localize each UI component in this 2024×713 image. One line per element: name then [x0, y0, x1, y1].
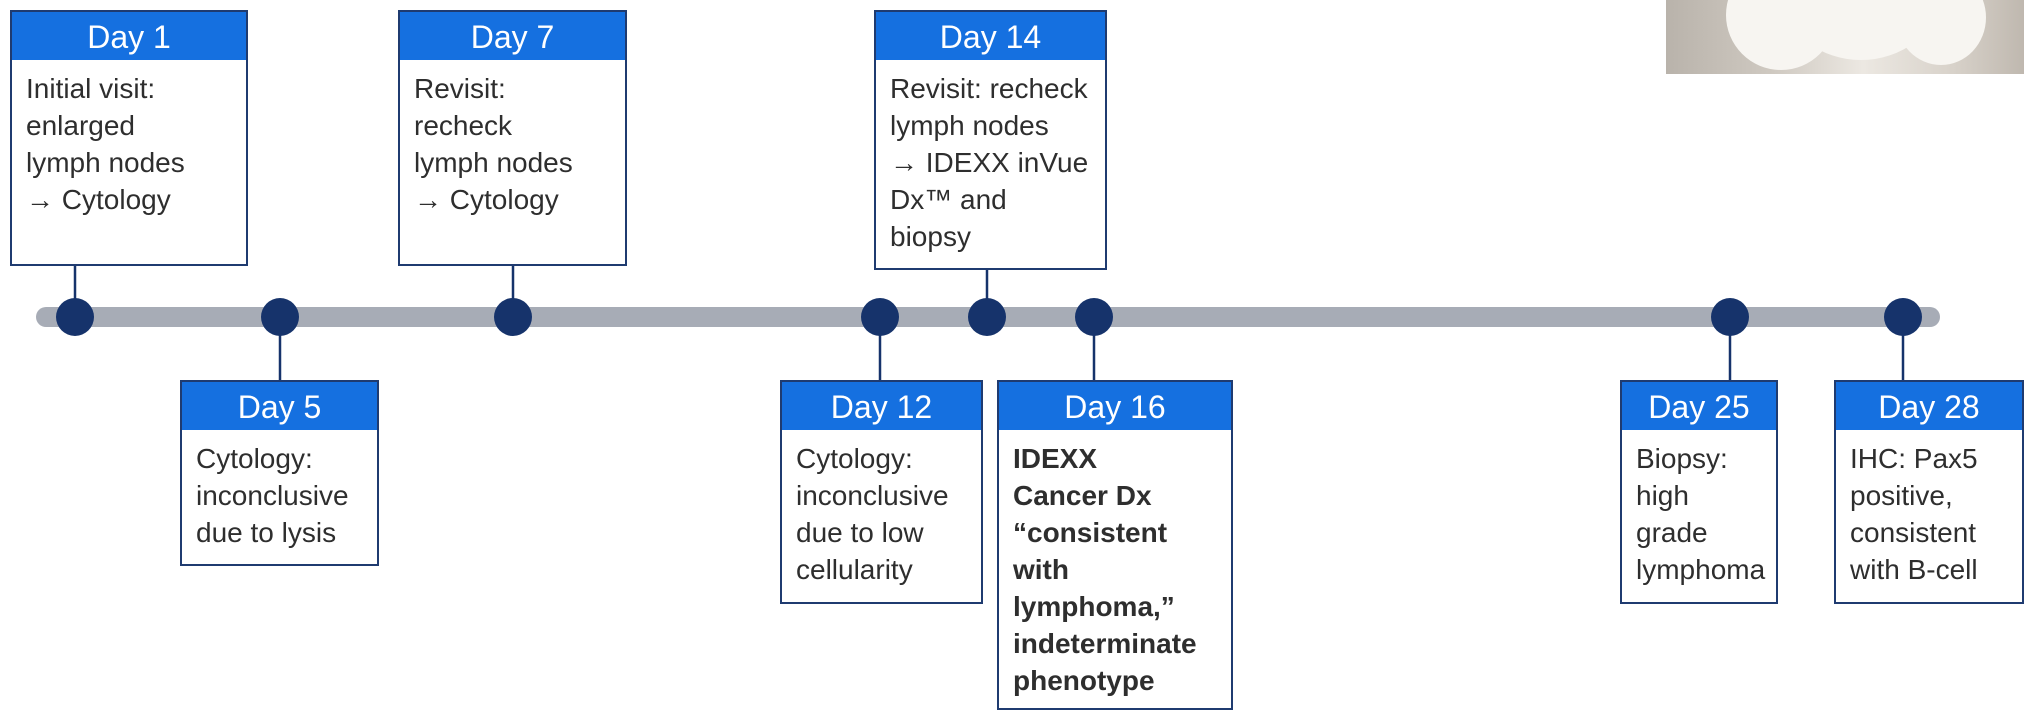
event-card: Day 14 Revisit: recheck lymph nodes → IDE…: [874, 10, 1107, 270]
event-day-label: Day 5: [182, 382, 377, 430]
timeline-dot: [861, 298, 899, 336]
event-card: Day 28 IHC: Pax5 positive, consistent wit…: [1834, 380, 2024, 604]
event-description: Revisit: recheck lymph nodes → IDEXX inV…: [890, 73, 1089, 252]
event-day-label: Day 25: [1622, 382, 1776, 430]
timeline-dot: [56, 298, 94, 336]
event-day-label: Day 28: [1836, 382, 2022, 430]
event-description: Cytology: inconclusive due to lysis: [196, 443, 349, 548]
event-day-label: Day 7: [400, 12, 625, 60]
dog-photo: [1666, 0, 2024, 74]
timeline-dot: [261, 298, 299, 336]
event-card: Day 7 Revisit: recheck lymph nodes → Cyto…: [398, 10, 627, 266]
event-description: IHC: Pax5 positive, consistent with B-ce…: [1850, 443, 1978, 585]
event-card: Day 1 Initial visit: enlarged lymph nodes…: [10, 10, 248, 266]
event-description: Revisit: recheck lymph nodes → Cytology: [414, 73, 573, 215]
event-day-label: Day 1: [12, 12, 246, 60]
event-description: IDEXX Cancer Dx “consistent with lymphom…: [1013, 443, 1197, 696]
event-card: Day 25 Biopsy: high grade lymphoma: [1620, 380, 1778, 604]
event-card: Day 16 IDEXX Cancer Dx “consistent with l…: [997, 380, 1233, 710]
event-description: Cytology: inconclusive due to low cellul…: [796, 443, 949, 585]
event-description: Initial visit: enlarged lymph nodes → Cy…: [26, 73, 185, 215]
event-day-label: Day 16: [999, 382, 1231, 430]
timeline-dot: [1884, 298, 1922, 336]
event-card: Day 5 Cytology: inconclusive due to lysis: [180, 380, 379, 566]
event-card: Day 12 Cytology: inconclusive due to low …: [780, 380, 983, 604]
timeline-dot: [1711, 298, 1749, 336]
timeline-dot: [1075, 298, 1113, 336]
timeline-dot: [968, 298, 1006, 336]
timeline-dot: [494, 298, 532, 336]
event-day-label: Day 14: [876, 12, 1105, 60]
event-day-label: Day 12: [782, 382, 981, 430]
event-description: Biopsy: high grade lymphoma: [1636, 443, 1766, 585]
